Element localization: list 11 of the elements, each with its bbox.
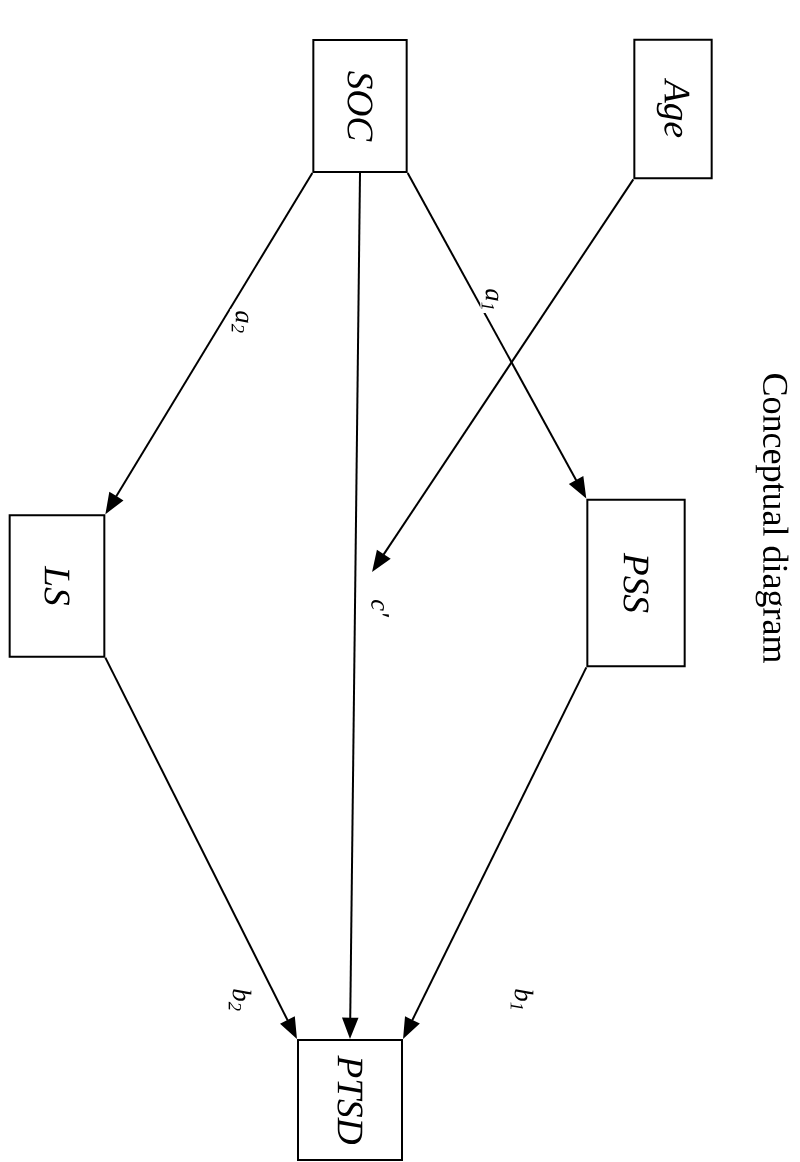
variable-box: SOC	[312, 39, 408, 173]
title: Conceptual diagram	[755, 374, 789, 663]
edge-label: b$_{1}$	[509, 987, 535, 1013]
variable-box: PTSD	[297, 1039, 403, 1161]
edge-label: a$_{1}$	[480, 287, 500, 313]
edge-label: c′	[369, 597, 391, 619]
variable-box: LS	[8, 514, 106, 658]
edge-label: b$_{2}$	[227, 987, 253, 1013]
edge-label: a$_{2}$	[230, 309, 250, 335]
variable-box: Age	[633, 38, 713, 180]
variable-box: PSS	[586, 498, 686, 668]
